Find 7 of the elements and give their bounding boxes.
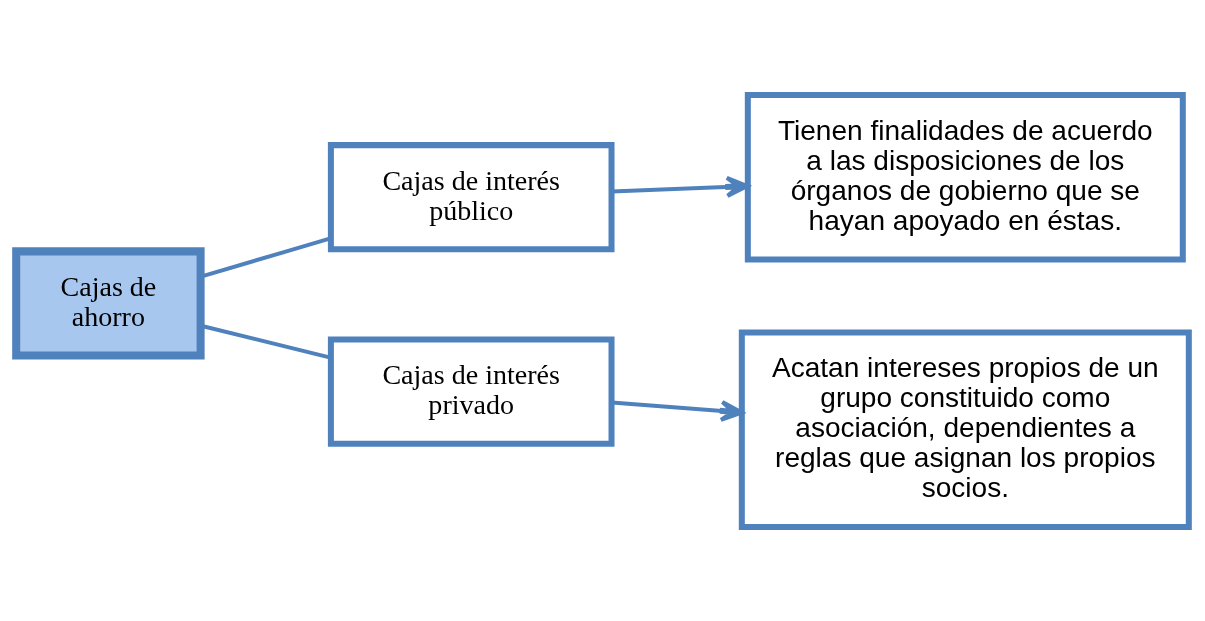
node-box: Cajas de interés público xyxy=(327,141,615,252)
node-box: Tienen finalidades de acuerdo a las disposiciones de los órganos de gobierno que se hayan apoyado en éstas. xyxy=(744,91,1186,262)
node-box: Acatan intereses propios de un grupo constituido como asociación, dependientes a reglas que asignan los propios socios. xyxy=(738,329,1192,530)
node-box: Cajas de interés privado xyxy=(327,336,615,447)
node-box: Cajas de ahorro xyxy=(12,246,205,360)
arrow xyxy=(611,175,750,198)
arrow xyxy=(611,399,744,422)
